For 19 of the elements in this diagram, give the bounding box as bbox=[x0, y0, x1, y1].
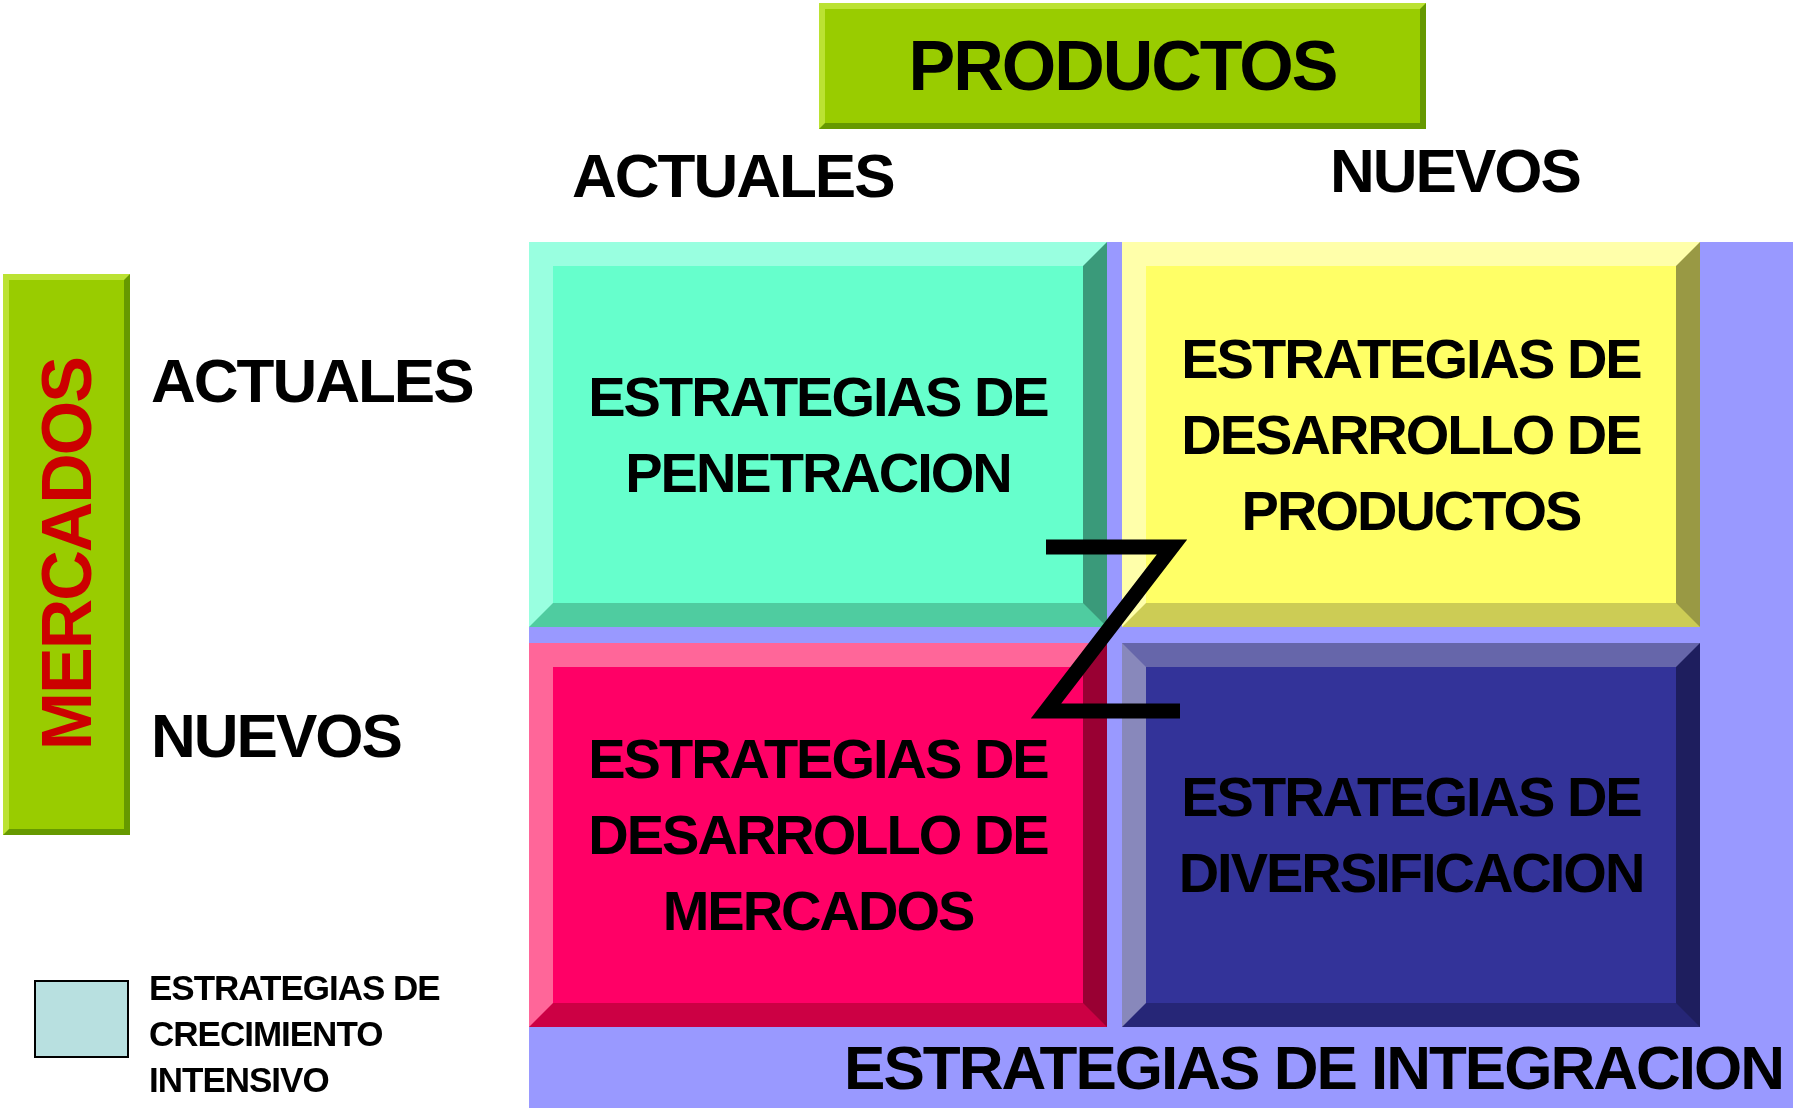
strategy-box bbox=[529, 643, 1107, 1027]
strategy-name: ESTRATEGIAS DE DIVERSIFICACION bbox=[1177, 764, 1645, 906]
strategy-box bbox=[1122, 643, 1700, 1027]
strategy-box bbox=[1122, 242, 1700, 627]
axis-label: ACTUALES bbox=[151, 345, 473, 416]
axis-title: PRODUCTOS bbox=[908, 26, 1337, 106]
axis-label: NUEVOS bbox=[1330, 135, 1580, 206]
band-title: ESTRATEGIAS DE INTEGRACION bbox=[844, 1032, 1783, 1104]
header-box bbox=[3, 274, 130, 835]
strategy-name: ESTRATEGIAS DE PENETRACION bbox=[587, 363, 1049, 506]
axis-label: ACTUALES bbox=[572, 140, 894, 211]
strategy-band bbox=[529, 242, 1793, 1108]
strategy-name: ESTRATEGIAS DE DESARROLLO DE MERCADOS bbox=[587, 726, 1049, 944]
strategy-box bbox=[529, 242, 1107, 627]
legend-label: ESTRATEGIAS DE CRECIMIENTO INTENSIVO bbox=[149, 967, 441, 1101]
header-box bbox=[819, 3, 1426, 129]
axis-label: NUEVOS bbox=[151, 700, 401, 771]
axis-title: MERCADOS bbox=[26, 358, 107, 751]
strategy-name: ESTRATEGIAS DE DESARROLLO DE PRODUCTOS bbox=[1180, 325, 1642, 544]
